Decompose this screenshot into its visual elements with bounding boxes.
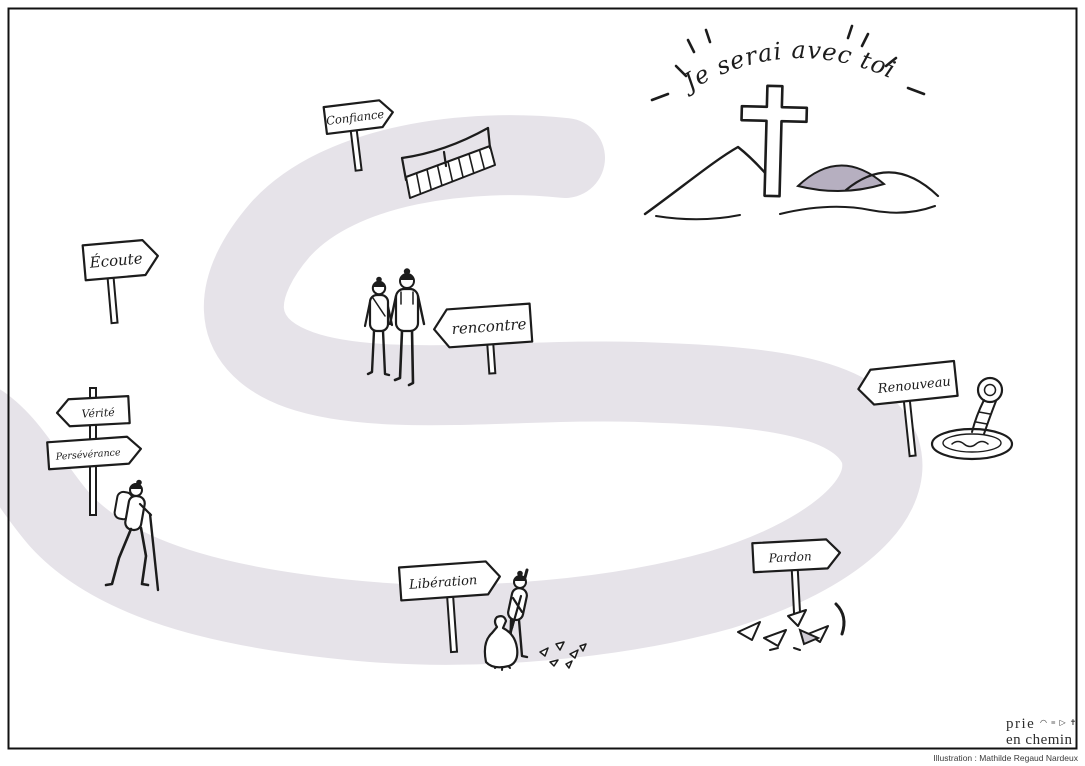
sign-renouveau: Renouveau [857,359,959,458]
sign-ecoute: Écoute [81,239,159,325]
logo: prie ◠ ≡ ▷ ✝ en chemin [1006,716,1077,748]
frame-border [7,7,1078,750]
logo-word-en-chemin: en chemin [1006,732,1073,748]
svg-text:rencontre: rencontre [451,315,527,338]
hiker-icon [104,479,160,592]
svg-text:Libération: Libération [408,573,478,593]
signpost-ecoute [106,271,119,325]
trash-bag-icon [483,615,519,669]
svg-text:Pardon: Pardon [767,549,812,565]
attribution: Illustration : Mathilde Regaud Nardeux [933,753,1078,763]
logo-symbols-icon: ◠ ≡ ▷ ✝ [1040,718,1077,727]
fountain-icon [930,376,1014,461]
walkers-icon [363,268,426,387]
cross-icon [740,84,809,198]
debris-liberation-icon [539,641,587,669]
logo-word-prie: prie [1006,716,1035,732]
sign-verite: Vérité [55,395,131,428]
signpost-pardon [790,564,802,616]
mountain-shaded [795,164,887,192]
sign-liberation: Libération [397,560,501,654]
mountains-icon [643,145,940,221]
title-arc-text: Je serai avec toi [674,36,900,99]
debris-pardon-icon [737,602,846,651]
rays-icon [650,24,926,102]
sign-rencontre: rencontre [433,302,534,375]
signpost-rencontre [486,342,497,375]
sign-confiance: Confiance [322,99,394,172]
sign-pardon: Pardon [751,538,842,616]
svg-text:Vérité: Vérité [81,406,115,421]
winding-path [0,115,923,665]
rope-bridge-icon [400,126,496,199]
sign-perseverance: Persévérance [46,435,142,471]
svg-text:Persévérance: Persévérance [54,447,121,463]
svg-text:Écoute: Écoute [88,249,143,272]
